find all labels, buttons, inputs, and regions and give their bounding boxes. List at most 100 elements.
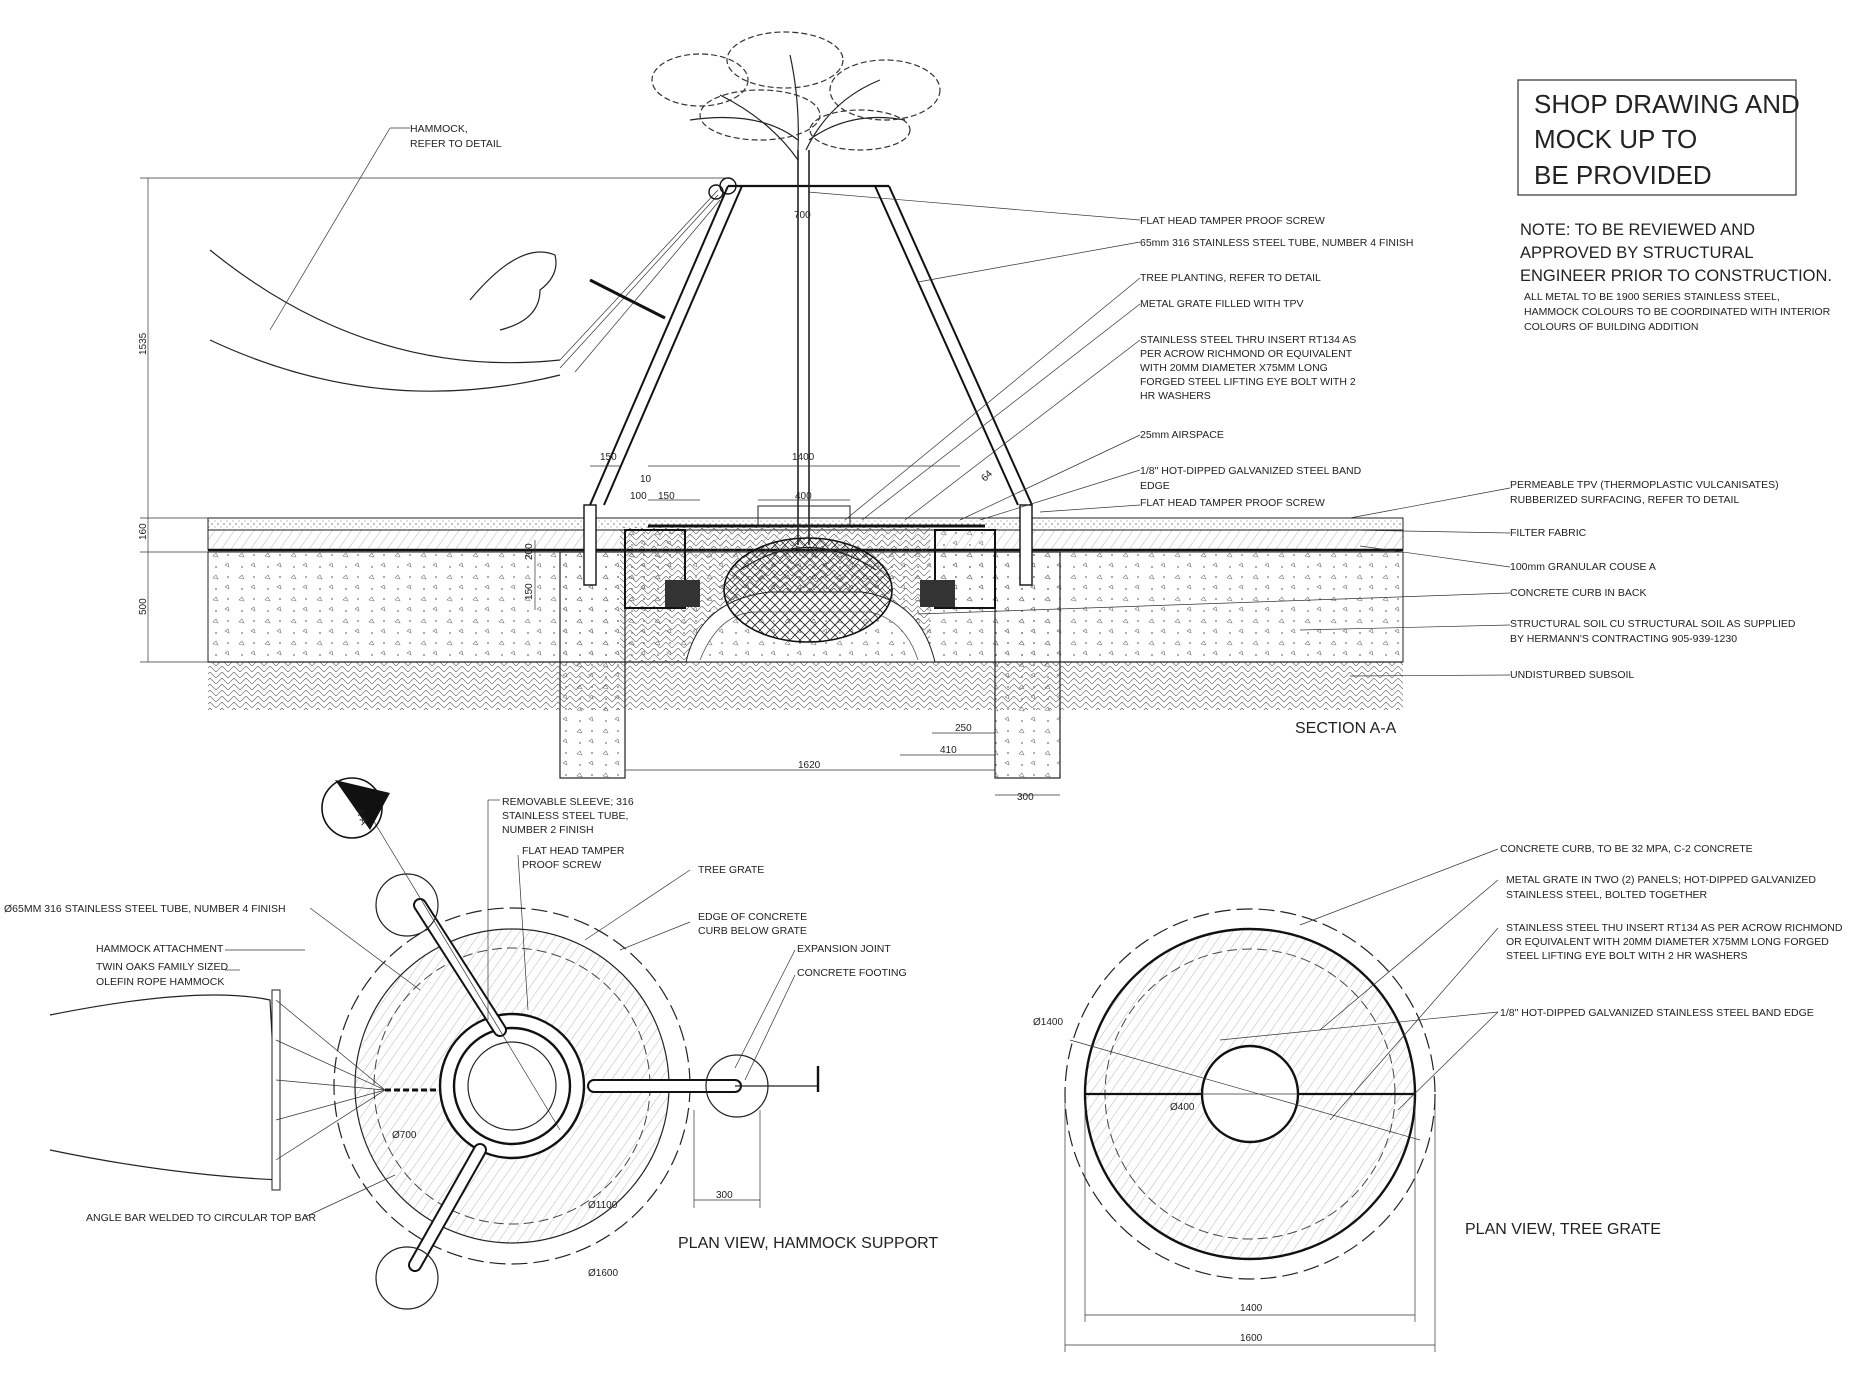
hammock-label-2: REFER TO DETAIL: [410, 138, 502, 150]
label-sleeve-2: STAINLESS STEEL TUBE,: [502, 810, 628, 822]
label-sleeve-3: NUMBER 2 FINISH: [502, 824, 594, 836]
label-airspace: 25mm AIRSPACE: [1140, 429, 1224, 441]
label-insert-1: STAINLESS STEEL THRU INSERT RT134 AS: [1140, 334, 1356, 346]
dim-500: 500: [138, 598, 149, 615]
title-line-3: BE PROVIDED: [1534, 160, 1712, 190]
hammock-label-1: HAMMOCK,: [410, 123, 468, 135]
label-screw-2: PROOF SCREW: [522, 859, 601, 871]
left-footing: [559, 551, 626, 779]
label-grate-band: 1/8" HOT-DIPPED GALVANIZED STAINLESS STE…: [1500, 1007, 1814, 1019]
hammock-plan-leaders: [225, 799, 796, 1218]
label-angle-bar: ANGLE BAR WELDED TO CIRCULAR TOP BAR: [86, 1212, 317, 1224]
label-curb: CONCRETE CURB IN BACK: [1510, 587, 1647, 599]
label-screw-1: FLAT HEAD TAMPER: [522, 845, 625, 857]
note-sub-3: COLOURS OF BUILDING ADDITION: [1524, 321, 1698, 333]
footing-circle: [375, 873, 439, 937]
section-marker: [321, 777, 383, 839]
label-edge-1: EDGE OF CONCRETE: [698, 911, 807, 923]
label-metal-grate: METAL GRATE FILLED WITH TPV: [1140, 298, 1304, 310]
note-sub-1: ALL METAL TO BE 1900 SERIES STAINLESS ST…: [1524, 291, 1780, 303]
dim-p300: 300: [716, 1190, 733, 1201]
note-line-3: ENGINEER PRIOR TO CONSTRUCTION.: [1520, 267, 1832, 285]
label-filter: FILTER FABRIC: [1510, 527, 1587, 539]
label-footing: CONCRETE FOOTING: [797, 967, 907, 979]
title-line-2: MOCK UP TO: [1534, 124, 1697, 154]
dim-700: 700: [794, 210, 811, 221]
label-tube: 65mm 316 STAINLESS STEEL TUBE, NUMBER 4 …: [1140, 237, 1413, 249]
grate-plan-leaders: [1219, 848, 1499, 1121]
dim-w1400: 1400: [1240, 1303, 1263, 1314]
label-grate-panel-2: STAINLESS STEEL, BOLTED TOGETHER: [1506, 889, 1708, 901]
label-attachment: HAMMOCK ATTACHMENT: [96, 943, 224, 955]
plan-view-hammock-support: [49, 777, 820, 1310]
dim-w1600: 1600: [1240, 1333, 1263, 1344]
label-expansion: EXPANSION JOINT: [797, 943, 891, 955]
dim-d1600: Ø1600: [588, 1268, 618, 1279]
title-box: [1517, 79, 1797, 196]
label-tpv-2: RUBBERIZED SURFACING, REFER TO DETAIL: [1510, 494, 1739, 506]
label-insert-5: HR WASHERS: [1140, 390, 1211, 402]
label-rope-2: OLEFIN ROPE HAMMOCK: [96, 976, 224, 988]
label-band-1: 1/8" HOT-DIPPED GALVANIZED STEEL BAND: [1140, 465, 1362, 477]
label-insert-3: WITH 20MM DIAMETER X75MM LONG: [1140, 362, 1328, 374]
label-rope-1: TWIN OAKS FAMILY SIZED: [96, 961, 228, 973]
dim-150a: 150: [600, 452, 617, 463]
label-insert-4: FORGED STEEL LIFTING EYE BOLT WITH 2: [1140, 376, 1356, 388]
dim-1400: 1400: [792, 452, 815, 463]
dim-200: 200: [524, 543, 535, 560]
section-a-a: [140, 31, 1511, 796]
dim-100: 100: [630, 491, 647, 502]
label-screw-bottom: FLAT HEAD TAMPER PROOF SCREW: [1140, 497, 1325, 509]
label-grate-panel-1: METAL GRATE IN TWO (2) PANELS; HOT-DIPPE…: [1506, 874, 1816, 886]
note-sub-2: HAMMOCK COLOURS TO BE COORDINATED WITH I…: [1524, 306, 1831, 318]
right-footing: [994, 551, 1061, 779]
dim-250: 250: [955, 723, 972, 734]
dim-10: 10: [640, 474, 652, 485]
section-leaders: [269, 127, 1511, 677]
label-tube-plan: Ø65MM 316 STAINLESS STEEL TUBE, NUMBER 4…: [4, 903, 286, 915]
label-grate-insert-3: STEEL LIFTING EYE BOLT WITH 2 HR WASHERS: [1506, 950, 1748, 962]
dim-400: 400: [795, 491, 812, 502]
label-tree-planting: TREE PLANTING, REFER TO DETAIL: [1140, 272, 1321, 284]
dim-300: 300: [1017, 792, 1034, 803]
label-edge-2: CURB BELOW GRATE: [698, 925, 807, 937]
hammock-plan-title: PLAN VIEW, HAMMOCK SUPPORT: [678, 1235, 938, 1252]
label-grate-insert-2: OR EQUIVALENT WITH 20MM DIAMETER X75MM L…: [1506, 936, 1829, 948]
dim-1620: 1620: [798, 760, 821, 771]
label-band-2: EDGE: [1140, 480, 1170, 492]
label-sleeve-1: REMOVABLE SLEEVE; 316: [502, 796, 634, 808]
label-tree-grate: TREE GRATE: [698, 864, 764, 876]
note-line-1: NOTE: TO BE REVIEWED AND: [1520, 221, 1755, 239]
dim-d1100: Ø1100: [588, 1200, 618, 1211]
section-dimensions: [140, 177, 1060, 796]
label-insert-2: PER ACROW RICHMOND OR EQUIVALENT: [1140, 348, 1353, 360]
label-grate-curb: CONCRETE CURB, TO BE 32 MPA, C-2 CONCRET…: [1500, 843, 1753, 855]
dim-g1400: Ø1400: [1033, 1017, 1063, 1028]
label-soil-2: BY HERMANN'S CONTRACTING 905-939-1230: [1510, 633, 1737, 645]
label-screw-top: FLAT HEAD TAMPER PROOF SCREW: [1140, 215, 1325, 227]
dim-150c: 150: [524, 583, 535, 600]
subsoil-layer: [208, 662, 1403, 710]
dim-g400: Ø400: [1170, 1102, 1195, 1113]
label-grate-insert-1: STAINLESS STEEL THU INSERT RT134 AS PER …: [1506, 922, 1843, 934]
dim-64: 64: [979, 468, 995, 484]
dim-150b: 150: [658, 491, 675, 502]
title-line-1: SHOP DRAWING AND: [1534, 89, 1800, 119]
dim-1535: 1535: [138, 332, 149, 355]
label-tpv-1: PERMEABLE TPV (THERMOPLASTIC VULCANISATE…: [1510, 479, 1779, 491]
plan-view-tree-grate: [1064, 848, 1499, 1352]
label-soil-1: STRUCTURAL SOIL CU STRUCTURAL SOIL AS SU…: [1510, 618, 1796, 630]
root-ball: [723, 537, 893, 643]
grate-plan-title: PLAN VIEW, TREE GRATE: [1465, 1221, 1661, 1238]
label-subsoil: UNDISTURBED SUBSOIL: [1510, 669, 1634, 681]
dim-d700: Ø700: [392, 1130, 417, 1141]
dim-410: 410: [940, 745, 957, 756]
hammock-figure: [209, 177, 737, 392]
dim-160: 160: [138, 523, 149, 540]
section-marker-label: A-A: [353, 807, 369, 827]
section-title: SECTION A-A: [1295, 720, 1397, 737]
tree-canopy: [651, 31, 941, 161]
label-granular: 100mm GRANULAR COUSE A: [1510, 561, 1656, 573]
note-line-2: APPROVED BY STRUCTURAL: [1520, 244, 1754, 262]
